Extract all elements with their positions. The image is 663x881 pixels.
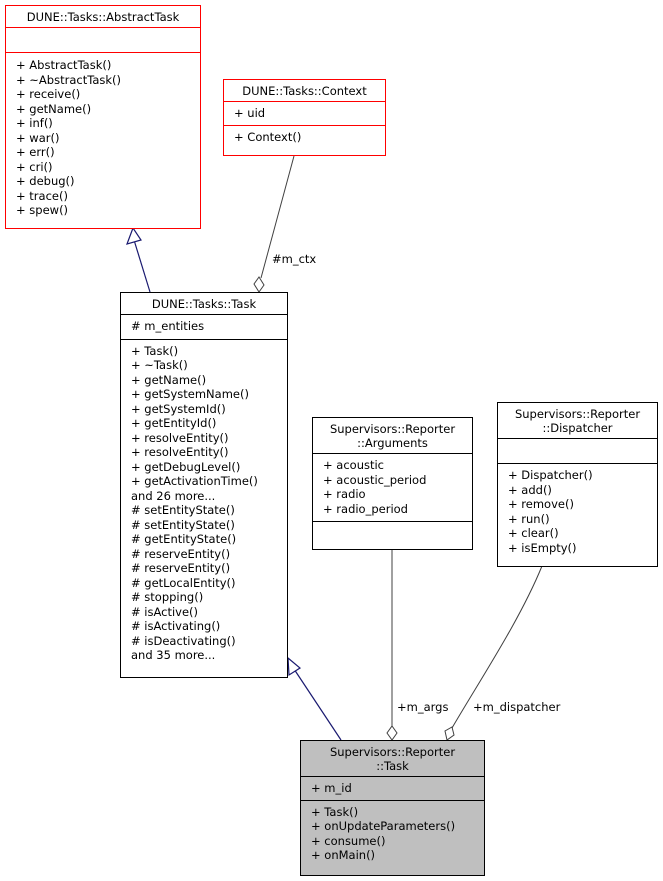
methods-section	[313, 521, 472, 547]
class-reporter-task[interactable]: Supervisors::Reporter ::Task + m_id + Ta…	[300, 740, 485, 876]
class-name: DUNE::Tasks::Context	[242, 84, 367, 98]
attribute-item: + acoustic	[323, 458, 385, 472]
class-title: DUNE::Tasks::Context	[224, 80, 385, 101]
class-title: DUNE::Tasks::Task	[121, 293, 287, 314]
method-item: + onUpdateParameters()	[311, 819, 456, 833]
class-abstract-task[interactable]: DUNE::Tasks::AbstractTask + AbstractTask…	[5, 5, 201, 229]
class-name-line: Supervisors::Reporter	[514, 407, 641, 421]
attribute-item: + uid	[234, 106, 266, 120]
methods-section: + AbstractTask()+ ~AbstractTask()+ recei…	[6, 52, 200, 218]
edge-reportertask-inherits-task	[293, 668, 342, 741]
class-name-line: ::Arguments	[357, 436, 428, 450]
inheritance-arrowhead	[287, 656, 302, 677]
method-item: + AbstractTask()	[16, 58, 112, 72]
class-title: Supervisors::Reporter ::Task	[301, 741, 484, 776]
method-item: + clear()	[508, 526, 559, 540]
attributes-section: + uid	[224, 101, 385, 125]
class-name-line: Supervisors::Reporter	[329, 745, 456, 759]
method-item: + getEntityId()	[131, 416, 217, 430]
class-name-line: ::Task	[376, 759, 409, 773]
methods-section: + Task()+ onUpdateParameters()+ consume(…	[301, 799, 484, 863]
aggregation-diamond	[253, 276, 265, 293]
class-context[interactable]: DUNE::Tasks::Context + uid + Context()	[223, 79, 386, 156]
method-item: # setEntityState()	[131, 503, 235, 517]
attribute-item: + radio	[323, 487, 366, 501]
method-item: # reserveEntity()	[131, 546, 231, 561]
method-item: + resolveEntity()	[131, 445, 229, 459]
method-item: + Dispatcher()	[508, 468, 593, 482]
method-item: + receive()	[16, 87, 81, 101]
method-item: + resolveEntity()	[131, 430, 229, 445]
method-item: + add()	[508, 482, 552, 497]
method-item: + err()	[16, 145, 55, 159]
method-item: and 26 more...	[131, 488, 216, 503]
edge-context-to-task	[260, 155, 295, 279]
method-item: # isDeactivating()	[131, 633, 236, 648]
method-item: # isActive()	[131, 604, 199, 619]
attribute-item: # m_entities	[131, 319, 205, 333]
method-item: + getSystemName()	[131, 387, 249, 401]
class-title: Supervisors::Reporter ::Arguments	[313, 418, 472, 453]
methods-section: + Dispatcher()+ add()+ remove()+ run()+ …	[498, 463, 657, 555]
attribute-item: + m_id	[311, 781, 352, 795]
method-item: + inf()	[16, 116, 53, 130]
attribute-item: + acoustic_period	[323, 472, 427, 487]
method-item: + Task()	[311, 804, 359, 819]
edge-label-m-ctx: #m_ctx	[272, 252, 317, 266]
attributes-section: + acoustic+ acoustic_period+ radio+ radi…	[313, 453, 472, 521]
methods-section: + Task()+ ~Task()+ getName()+ getSystemN…	[121, 338, 287, 663]
attribute-item: + radio_period	[323, 501, 408, 516]
attributes-section	[498, 438, 657, 463]
class-arguments[interactable]: Supervisors::Reporter ::Arguments + acou…	[312, 417, 473, 550]
class-dispatcher[interactable]: Supervisors::Reporter ::Dispatcher + Dis…	[497, 402, 658, 567]
method-item: + run()	[508, 511, 550, 526]
aggregation-diamond	[386, 725, 398, 741]
attributes-section: # m_entities	[121, 314, 287, 339]
edge-task-inherits-abstracttask	[133, 239, 151, 293]
method-item: + debug()	[16, 174, 75, 188]
class-name: DUNE::Tasks::AbstractTask	[26, 10, 180, 24]
method-item: + spew()	[16, 203, 69, 217]
methods-section: + Context()	[224, 124, 385, 145]
method-item: # isActivating()	[131, 619, 221, 633]
method-item: # reserveEntity()	[131, 561, 231, 575]
method-item: and 35 more...	[131, 648, 216, 662]
class-title: Supervisors::Reporter ::Dispatcher	[498, 403, 657, 438]
class-name-line: Supervisors::Reporter	[329, 422, 456, 436]
class-name: DUNE::Tasks::Task	[151, 297, 257, 311]
method-item: + getName()	[16, 101, 92, 116]
method-item: + getSystemId()	[131, 401, 226, 416]
method-item: + onMain()	[311, 848, 376, 862]
edge-dispatcher-to-reportertask	[451, 565, 543, 729]
method-item: + Task()	[131, 343, 179, 358]
method-item: # stopping()	[131, 590, 204, 604]
method-item: + getName()	[131, 372, 207, 387]
edge-label-m-args: +m_args	[397, 700, 449, 714]
method-item: + ~Task()	[131, 358, 188, 372]
class-title: DUNE::Tasks::AbstractTask	[6, 6, 200, 27]
attributes-section	[6, 27, 200, 52]
method-item: # getLocalEntity()	[131, 575, 236, 590]
method-item: + remove()	[508, 497, 574, 511]
method-item: + getActivationTime()	[131, 474, 258, 488]
method-item: + isEmpty()	[508, 540, 577, 555]
aggregation-diamond	[444, 726, 455, 741]
method-item: + consume()	[311, 833, 386, 848]
edge-label-m-dispatcher: +m_dispatcher	[473, 700, 561, 714]
method-item: + getDebugLevel()	[131, 459, 241, 474]
method-item: # setEntityState()	[131, 517, 235, 532]
class-task[interactable]: DUNE::Tasks::Task # m_entities + Task()+…	[120, 292, 288, 678]
method-item: + ~AbstractTask()	[16, 72, 121, 87]
method-item: + Context()	[234, 129, 302, 144]
attributes-section: + m_id	[301, 776, 484, 800]
class-name-line: ::Dispatcher	[542, 421, 613, 435]
method-item: + trace()	[16, 188, 68, 203]
method-item: + war()	[16, 130, 60, 145]
method-item: # getEntityState()	[131, 532, 237, 546]
inheritance-arrowhead	[126, 226, 142, 245]
method-item: + cri()	[16, 159, 53, 174]
